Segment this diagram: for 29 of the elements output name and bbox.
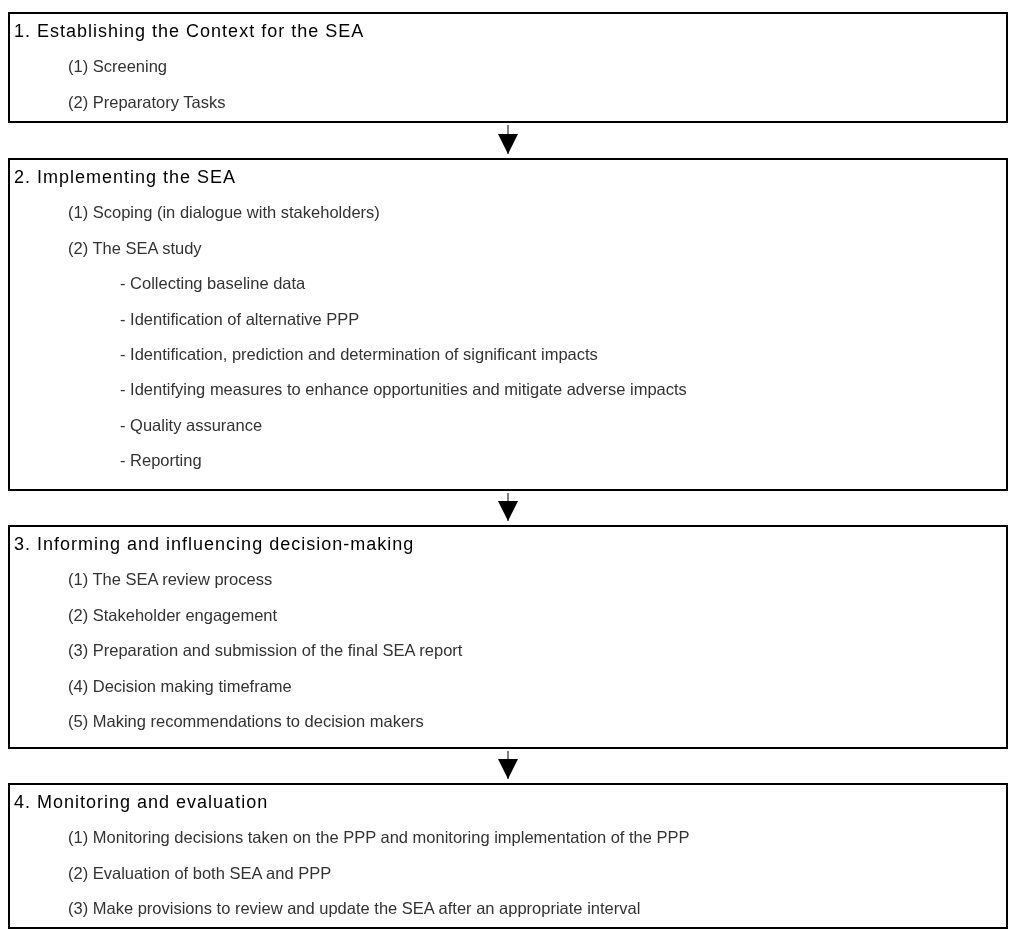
- item-text: (3) Preparation and submission of the final SEA report: [68, 640, 463, 662]
- item-text: (5) Making recommendations to decision makers: [68, 711, 424, 732]
- item-text: (2) Stakeholder engagement: [68, 604, 278, 626]
- step-heading: 3. Informing and influencing decision-making: [14, 533, 415, 555]
- item-text: (1) The SEA review process: [68, 569, 273, 591]
- item-text: (1) Monitoring decisions taken on the PPP and monitoring implementation of the PPP: [68, 827, 690, 849]
- step-box: [8, 12, 1008, 123]
- item-text: (2) Preparatory Tasks: [68, 91, 226, 113]
- step-heading: 1. Establishing the Context for the SEA: [14, 20, 365, 42]
- step-box: [8, 158, 1008, 491]
- down-arrow: [498, 492, 518, 522]
- down-arrow: [498, 750, 518, 780]
- sub-item-text: - Identifying measures to enhance opportunities and mitigate adverse impacts: [120, 379, 687, 401]
- step-heading: 4. Monitoring and evaluation: [14, 791, 269, 813]
- sub-item-text: - Identification of alternative PPP: [120, 308, 360, 330]
- item-text: (2) Evaluation of both SEA and PPP: [68, 862, 332, 884]
- step-box: [8, 783, 1008, 929]
- item-text: (2) The SEA study: [68, 237, 202, 259]
- item-text: (1) Scoping (in dialogue with stakeholders): [68, 202, 380, 224]
- step-box: [8, 525, 1008, 749]
- sub-item-text: - Quality assurance: [120, 414, 263, 436]
- down-arrow: [498, 124, 518, 155]
- sub-item-text: - Reporting: [120, 450, 202, 472]
- item-text: (3) Make provisions to review and update the SEA after an appropriate interval: [68, 898, 641, 920]
- sub-item-text: - Identification, prediction and determination of significant impacts: [120, 344, 598, 365]
- step-heading: 2. Implementing the SEA: [14, 166, 237, 188]
- sub-item-text: - Collecting baseline data: [120, 273, 306, 295]
- item-text: (1) Screening: [68, 56, 168, 78]
- item-text: (4) Decision making timeframe: [68, 675, 292, 697]
